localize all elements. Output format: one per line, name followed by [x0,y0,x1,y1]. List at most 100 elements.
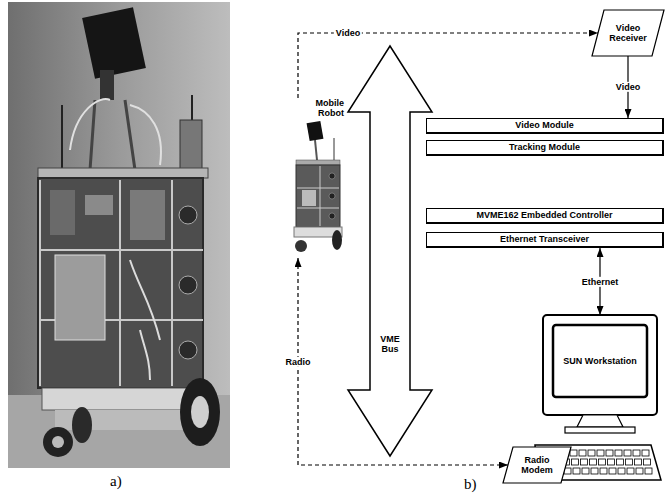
box-label: Ethernet Transceiver [496,234,593,244]
cables [70,99,161,165]
keyboard-key [600,468,607,474]
parallelogram-outline [592,10,664,56]
monitor-case [543,315,657,415]
module-box: Tracking Module [426,140,664,156]
vme-bus-arrow-shape [348,46,432,456]
keyboard-key [644,459,651,465]
base-plate [42,388,202,410]
component [130,190,165,240]
connector [298,33,598,98]
antenna [191,95,193,120]
keyboard-key [624,450,631,456]
connector-label: Ethernet [580,276,621,286]
component [50,190,75,235]
box-label: Video Receiver [592,23,664,44]
mobile-robot-shape [290,98,344,258]
fan [179,206,197,224]
box-label: MVME162 Embedded Controller [472,210,616,220]
drive-wheel [72,407,92,443]
photo-background [8,2,230,468]
keyboard-key [615,450,622,456]
connector-label: Video [334,28,362,38]
top-deck [296,160,340,165]
body-frame [297,166,339,226]
wire-bundle [130,260,160,380]
mast [315,140,317,160]
connector-label: Radio [283,356,312,366]
panel-label: a) [110,473,122,490]
robot-figure [38,7,220,457]
keyboard-key [617,459,624,465]
keyboard-key [582,468,589,474]
bus-arrow-outline [348,46,432,456]
monitor-screen [553,325,647,397]
keyboard-key [626,459,633,465]
keyboard-key [636,468,643,474]
mobile-robot: Mobile Robot [290,98,344,258]
top-deck [38,168,208,178]
keyboard-key [579,450,586,456]
fan [329,213,335,219]
body-frame [40,180,203,386]
connector-label: Video [614,82,642,92]
component [85,195,113,215]
fan [329,173,335,179]
antenna [61,105,63,175]
keyboard-key [633,450,640,456]
keyboard-key [609,468,616,474]
video-receiver: Video Receiver [592,10,664,56]
antenna [334,138,335,160]
keyboard-key [635,459,642,465]
keyboard-key [597,450,604,456]
keyboard-key [581,459,588,465]
keyboard-key [645,468,652,474]
robot-body [38,178,203,388]
vme-bus-arrow: VME Bus [348,46,432,456]
keyboard-key [599,459,606,465]
camera-mount [100,70,114,100]
photo-wall [8,2,230,468]
keyboard-key [572,459,579,465]
keyboard-key [618,468,625,474]
front-panel [302,190,316,206]
fan [179,276,197,294]
box-label: Tracking Module [505,142,584,152]
keyboard-key [588,450,595,456]
wheel-hub [191,396,209,428]
bus-label: VME Bus [375,334,405,355]
radio-modem: Radio Modem [503,447,571,483]
screen-label: SUN Workstation [553,325,647,397]
camera [307,121,324,141]
parallelogram-outline [503,447,571,483]
keyboard-key [606,450,613,456]
panel-label: b) [464,476,477,493]
monitor-stand [577,415,623,427]
box-label: Video Module [511,120,577,130]
top-box [180,120,202,170]
caster-wheel [295,240,307,252]
keyboard-key [570,450,577,456]
fan [179,341,197,359]
camera [82,7,146,78]
fan [329,193,335,199]
module-box: Video Module [426,118,664,134]
robot-label: Mobile Robot [304,98,344,119]
module-box: MVME162 Embedded Controller [426,208,664,224]
drive-wheel [180,378,220,446]
box-label: Radio Modem [503,455,571,476]
mast-frame [90,100,135,170]
keyboard-key [591,468,598,474]
monitor-base [565,427,635,433]
module-box: Ethernet Transceiver [426,232,664,248]
keyboard-key [627,468,634,474]
keyboard-key [573,468,580,474]
keyboard-key [590,459,597,465]
keyboard-key [608,459,615,465]
drive-wheel [332,230,342,250]
caster-wheel [43,427,73,457]
front-panel [55,255,105,340]
